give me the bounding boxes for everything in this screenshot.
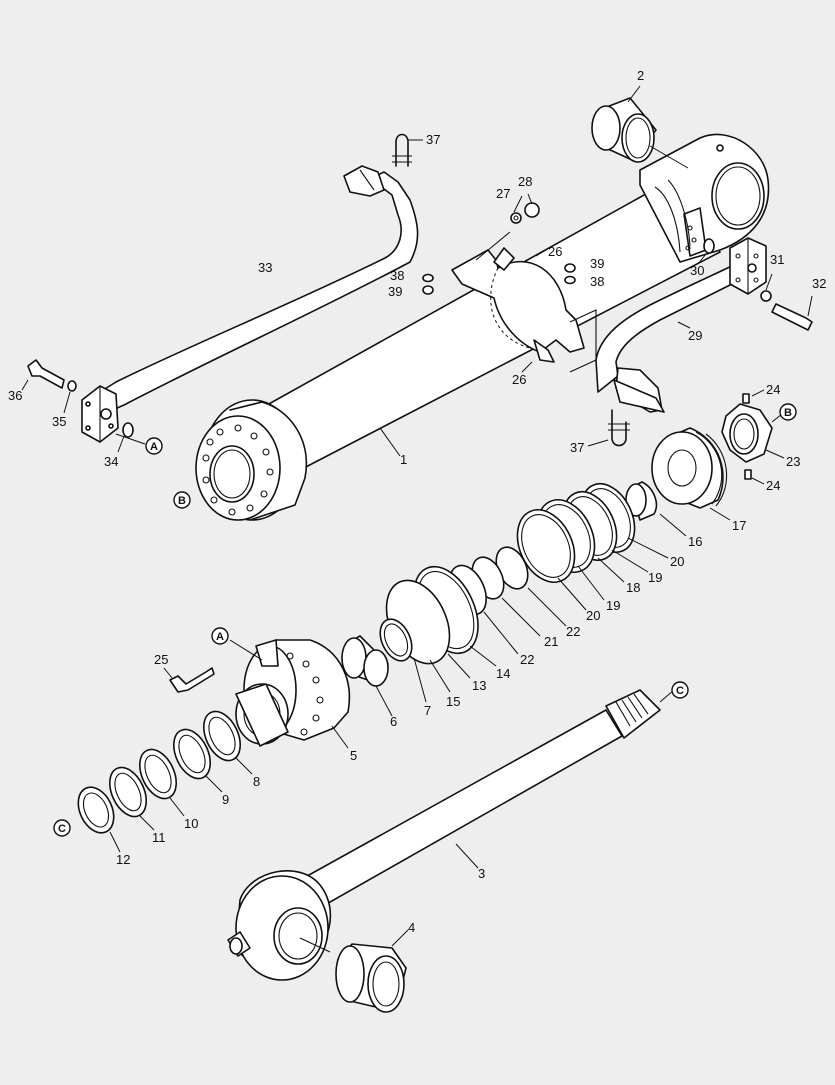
callout-15: 15	[446, 694, 460, 709]
callout-34: 34	[104, 454, 118, 469]
part-34-36-left-flange	[21, 359, 146, 453]
callout-39b: 39	[590, 256, 604, 271]
callout-27: 27	[496, 186, 510, 201]
callout-18: 18	[626, 580, 640, 595]
part-3-piston-rod	[227, 689, 675, 981]
callout-1: 1	[400, 452, 407, 467]
svg-text:B: B	[178, 495, 186, 507]
callout-7: 7	[424, 703, 431, 718]
callout-labels: 1 2 3 4 5 6 7 8 9 10 11 12 13 14 15 16 1…	[8, 68, 826, 935]
callout-22a: 22	[566, 624, 580, 639]
callout-16: 16	[688, 534, 702, 549]
part-30-32-right-flange	[697, 237, 813, 331]
callout-14: 14	[496, 666, 510, 681]
svg-text:C: C	[58, 823, 66, 835]
part-37-ubolt-lower	[587, 409, 630, 447]
ref-c-rod: C	[671, 681, 689, 699]
callout-17: 17	[732, 518, 746, 533]
callout-12: 12	[116, 852, 130, 867]
part-29-pipe	[595, 261, 749, 413]
callout-31: 31	[770, 252, 784, 267]
callout-20a: 20	[670, 554, 684, 569]
callout-35: 35	[52, 414, 66, 429]
ref-a-upper: A	[145, 437, 163, 455]
part-25-bolt	[163, 667, 215, 693]
part-23-24-nut	[721, 389, 785, 485]
callout-8: 8	[253, 774, 260, 789]
callout-9: 9	[222, 792, 229, 807]
callout-24b: 24	[766, 478, 780, 493]
ref-b-barrel: B	[173, 491, 191, 509]
callout-2: 2	[637, 68, 644, 83]
part-27-28-38-39-hardware	[422, 193, 576, 295]
callout-30: 30	[690, 263, 704, 278]
callout-39a: 39	[388, 284, 402, 299]
part-17-piston	[651, 427, 731, 521]
callout-37a: 37	[426, 132, 440, 147]
callout-24a: 24	[766, 382, 780, 397]
callout-38a: 38	[390, 268, 404, 283]
svg-text:A: A	[216, 631, 224, 643]
callout-26a: 26	[548, 244, 562, 259]
part-26-clamp	[451, 231, 597, 373]
reference-letters: A A B B C C	[53, 403, 797, 837]
callout-6: 6	[390, 714, 397, 729]
part-6-7-rings	[341, 618, 427, 717]
callout-21: 21	[544, 634, 558, 649]
callout-4: 4	[408, 920, 415, 935]
callout-19a: 19	[648, 570, 662, 585]
callout-26b: 26	[512, 372, 526, 387]
part-5-gland	[229, 639, 351, 749]
part-18-22-seals	[449, 483, 669, 655]
part-2-bushing	[591, 85, 689, 169]
callout-33: 33	[258, 260, 272, 275]
callout-13: 13	[472, 678, 486, 693]
part-8-12-seals	[77, 710, 253, 853]
callout-20b: 20	[586, 608, 600, 623]
callout-32: 32	[812, 276, 826, 291]
part-1-cylinder-barrel	[195, 133, 770, 521]
callout-23: 23	[786, 454, 800, 469]
callout-29: 29	[688, 328, 702, 343]
callout-3: 3	[478, 866, 485, 881]
callout-22b: 22	[520, 652, 534, 667]
part-37-ubolt-upper	[392, 133, 423, 167]
svg-text:C: C	[676, 685, 684, 697]
callout-11: 11	[152, 830, 166, 845]
svg-text:A: A	[150, 441, 158, 453]
callout-28: 28	[518, 174, 532, 189]
callout-5: 5	[350, 748, 357, 763]
part-4-bushing	[299, 929, 409, 1013]
callout-38b: 38	[590, 274, 604, 289]
callout-36: 36	[8, 388, 22, 403]
callout-10: 10	[184, 816, 198, 831]
ref-a-lower: A	[211, 627, 229, 645]
ref-c-seal: C	[53, 819, 71, 837]
callout-19b: 19	[606, 598, 620, 613]
callout-37b: 37	[570, 440, 584, 455]
svg-text:B: B	[784, 407, 792, 419]
part-16-ring	[625, 481, 687, 537]
part-33-pipe	[99, 165, 419, 413]
callout-25: 25	[154, 652, 168, 667]
ref-b-nut: B	[779, 403, 797, 421]
